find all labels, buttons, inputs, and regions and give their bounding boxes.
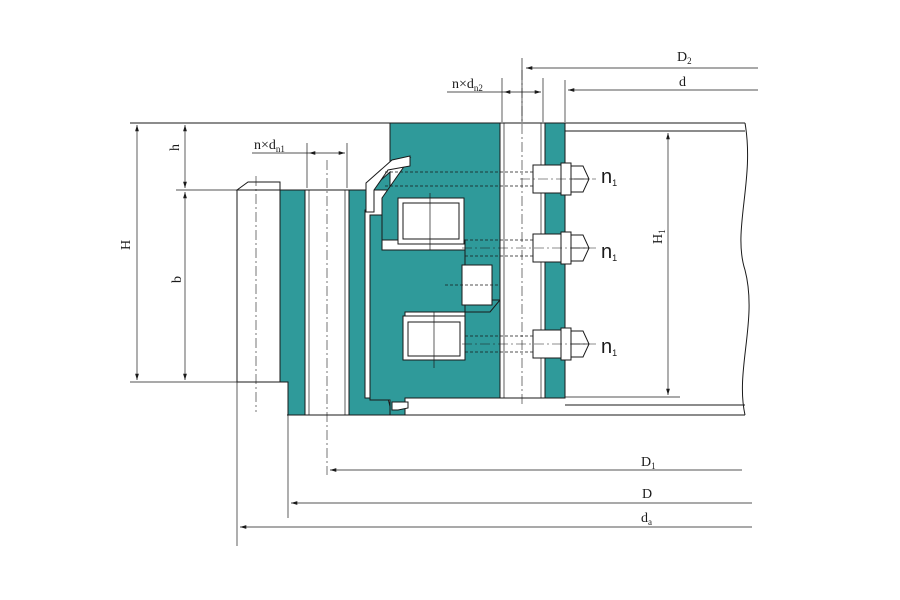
label-d: d bbox=[679, 75, 686, 90]
label-n1-top: n1 bbox=[601, 166, 617, 188]
label-D1: D1 bbox=[641, 455, 656, 471]
bolt-bottom bbox=[462, 327, 596, 361]
label-D: D bbox=[642, 487, 652, 502]
label-n-dn2: n×dn2 bbox=[452, 77, 483, 93]
label-n1-bottom: n1 bbox=[601, 336, 617, 358]
label-n1-middle: n1 bbox=[601, 241, 617, 263]
dim-d bbox=[564, 80, 758, 122]
dim-H1 bbox=[565, 133, 680, 398]
dim-n-dn2 bbox=[447, 78, 544, 122]
dim-H bbox=[130, 125, 282, 383]
label-da: da bbox=[641, 511, 652, 527]
dim-D bbox=[287, 415, 752, 518]
seal-lip bbox=[365, 155, 411, 213]
label-H: H bbox=[119, 240, 134, 250]
dim-h bbox=[176, 125, 280, 191]
label-n-dn1: n×dn1 bbox=[254, 138, 285, 154]
label-D2: D2 bbox=[677, 50, 692, 66]
label-H1: H1 bbox=[651, 229, 667, 244]
dim-D2 bbox=[521, 58, 758, 122]
bolt-middle bbox=[462, 231, 596, 265]
bolt-top bbox=[385, 162, 596, 196]
upper-roller bbox=[397, 193, 465, 250]
bottom-seal bbox=[391, 401, 409, 411]
inner-ring-section bbox=[235, 160, 393, 475]
label-b: b bbox=[170, 276, 185, 283]
label-h: h bbox=[168, 144, 183, 151]
radial-roller bbox=[445, 264, 500, 306]
lower-roller bbox=[402, 312, 466, 368]
dim-da bbox=[236, 382, 752, 546]
dim-n-dn1 bbox=[252, 143, 348, 188]
